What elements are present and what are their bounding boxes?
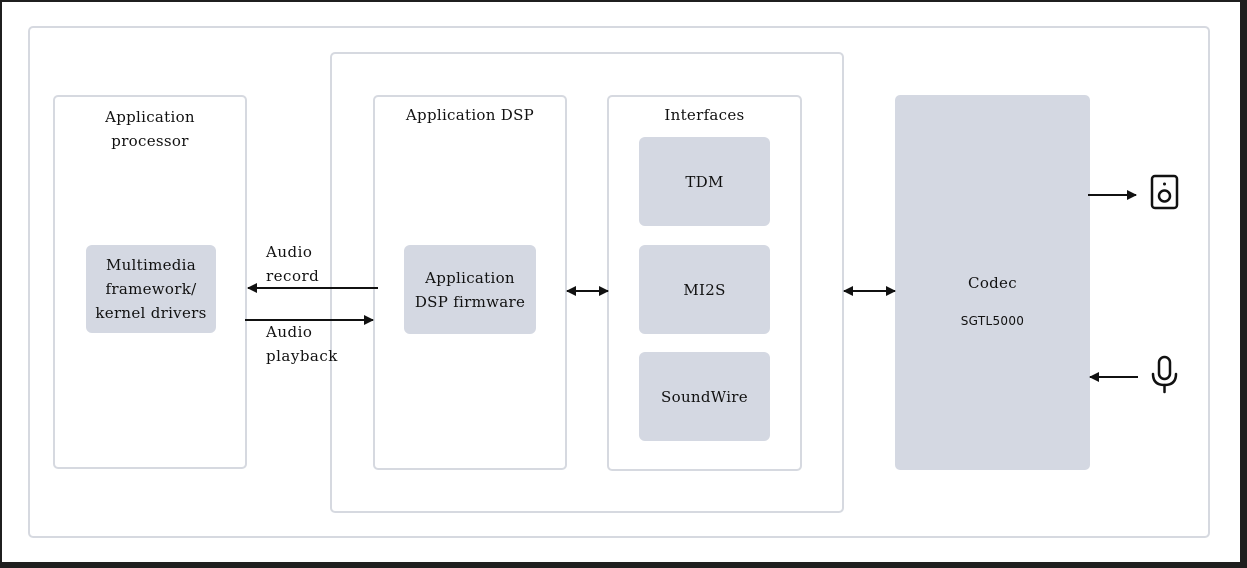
multimedia-framework-block: Multimedia framework/ kernel drivers bbox=[86, 245, 216, 333]
interface-mi2s: MI2S bbox=[639, 245, 770, 334]
application-dsp-block: Application DSP Application DSP firmware bbox=[373, 95, 567, 470]
speaker-icon bbox=[1150, 174, 1179, 210]
interface-soundwire: SoundWire bbox=[639, 352, 770, 441]
application-dsp-title: Application DSP bbox=[405, 106, 535, 124]
microphone-icon bbox=[1151, 355, 1178, 394]
interfaces-title: Interfaces bbox=[664, 106, 745, 124]
audio-playback-label: Audio playback bbox=[266, 323, 338, 365]
application-processor-title: Application processor bbox=[105, 108, 195, 150]
codec-part-number: SGTL5000 bbox=[960, 314, 1025, 328]
application-processor-block: Application processor Multimedia framewo… bbox=[53, 95, 247, 469]
interfaces-block: Interfaces TDM MI2S SoundWire bbox=[607, 95, 802, 471]
codec-block: Codec SGTL5000 bbox=[895, 95, 1090, 470]
diagram-canvas: Application processor Multimedia framewo… bbox=[2, 2, 1240, 562]
codec-name: Codec bbox=[968, 274, 1017, 292]
audio-record-label: Audio record bbox=[266, 243, 320, 285]
connector-layer bbox=[245, 174, 1179, 394]
interface-tdm: TDM bbox=[639, 137, 770, 226]
dsp-firmware-block: Application DSP firmware bbox=[404, 245, 536, 334]
